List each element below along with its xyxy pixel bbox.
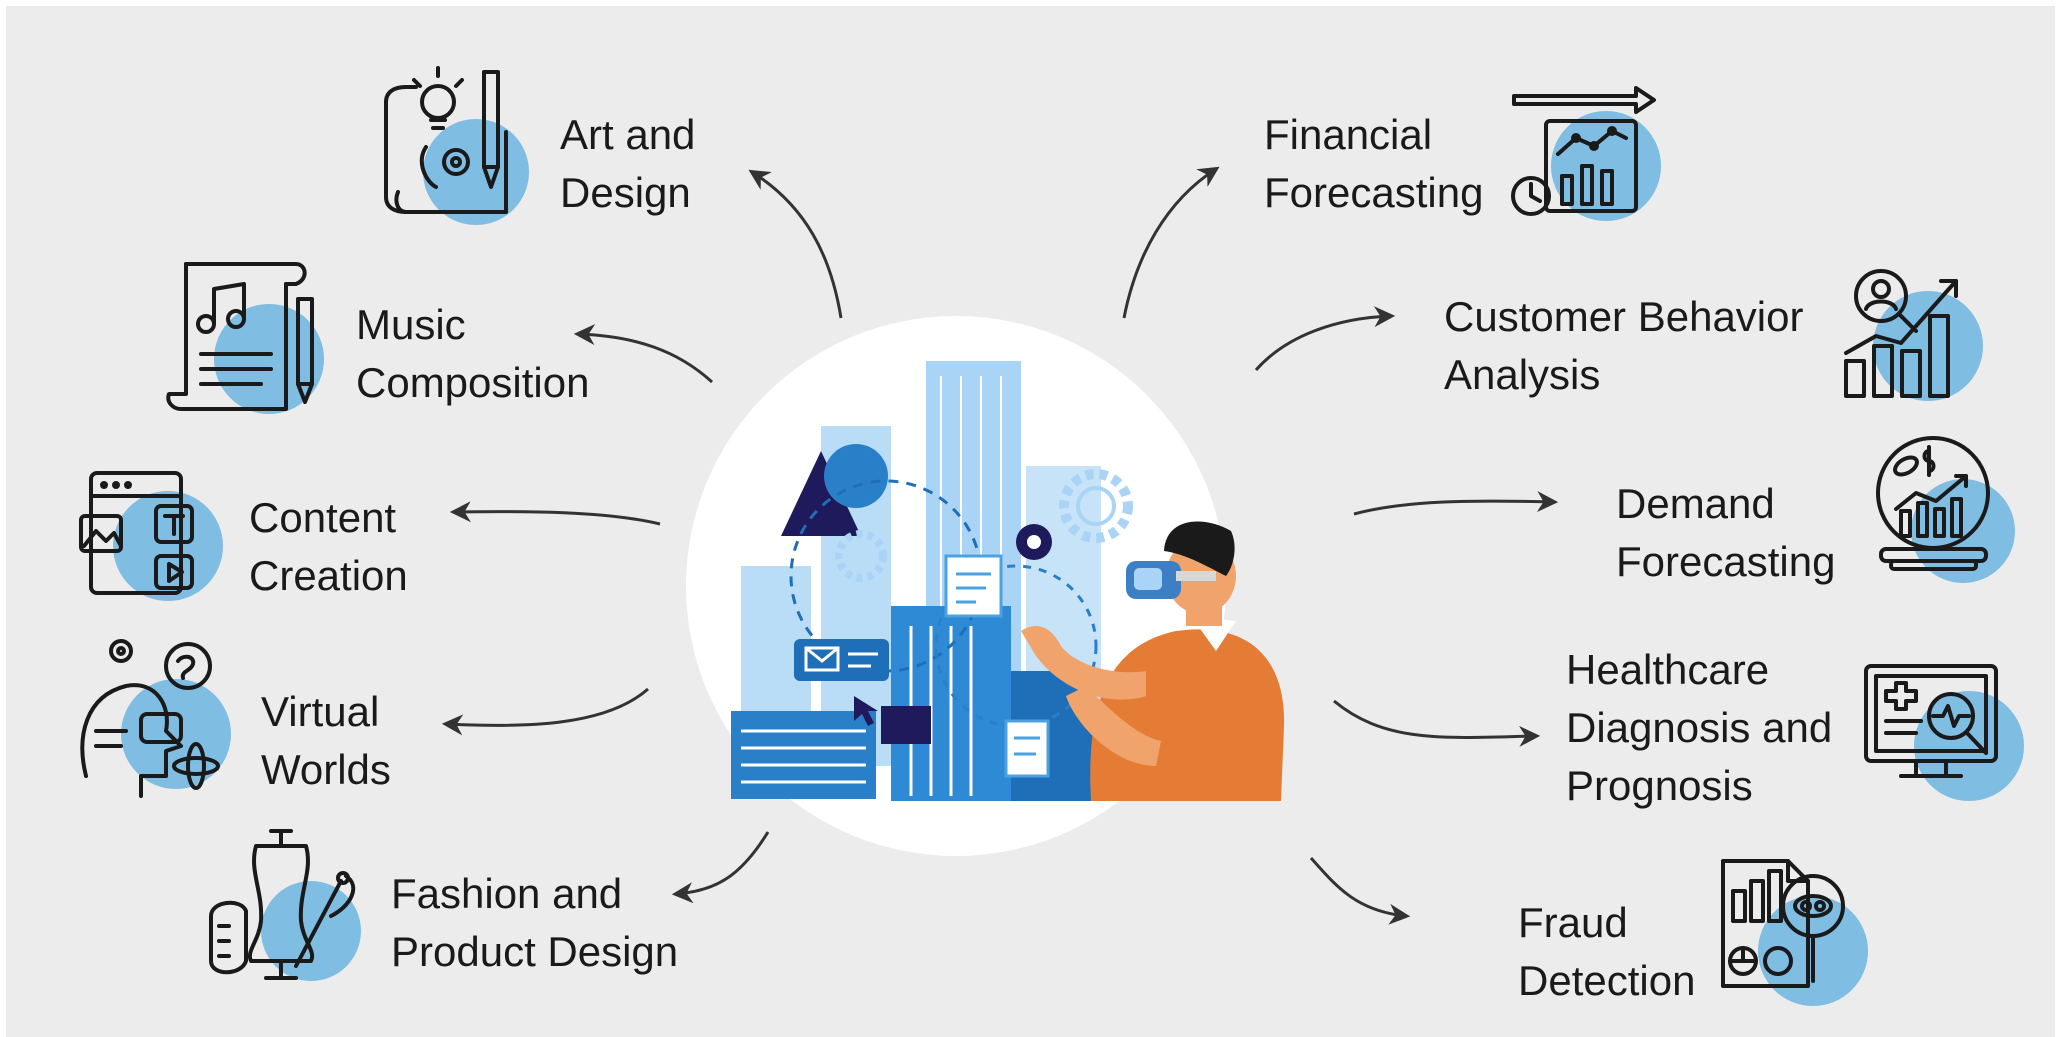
fraud-search-icon [1718, 851, 1868, 1011]
label-line: Detection [1518, 957, 1696, 1004]
label-fashion-and-product-design: Fashion and Product Design [391, 865, 678, 981]
crystal-ball-icon [1871, 431, 2021, 583]
label-line: Customer Behavior [1444, 293, 1804, 340]
arrow-music [573, 324, 714, 384]
vr-head-icon [71, 636, 241, 801]
label-line: Content [249, 494, 397, 541]
label-fraud-detection: Fraud Detection [1518, 894, 1695, 1010]
label-line: Virtual [261, 688, 380, 735]
arrow-fraud [1309, 857, 1411, 925]
label-line: Fraud [1518, 899, 1628, 946]
arrow-healthcare [1333, 699, 1541, 747]
label-line: Composition [356, 359, 590, 406]
label-line: Financial [1264, 111, 1433, 158]
vr-developer-city-illustration [686, 316, 1285, 856]
arrow-demand [1353, 491, 1559, 516]
label-line: Healthcare [1566, 646, 1770, 693]
label-line: Design [560, 169, 691, 216]
arrows-layer [441, 166, 1559, 925]
label-content-creation: Content Creation [249, 489, 408, 605]
label-line: Fashion and [391, 870, 623, 917]
label-art-and-design: Art and Design [560, 106, 695, 222]
label-financial-forecasting: Financial Forecasting [1264, 106, 1483, 222]
label-line: Product Design [391, 928, 679, 975]
label-line: Music [356, 301, 466, 348]
arrow-virtual [441, 687, 649, 736]
label-line: Prognosis [1566, 762, 1753, 809]
label-demand-forecasting: Demand Forecasting [1616, 475, 1835, 591]
diagram-canvas: Art and Design Music Composition [6, 6, 2055, 1037]
medical-monitor-icon [1861, 661, 2031, 811]
label-healthcare-diagnosis-and-prognosis: Healthcare Diagnosis and Prognosis [1566, 641, 1832, 815]
arrow-financial [1122, 166, 1220, 319]
label-line: Demand [1616, 480, 1775, 527]
label-customer-behavior-analysis: Customer Behavior Analysis [1444, 288, 1803, 404]
content-media-icon [76, 461, 236, 611]
label-music-composition: Music Composition [356, 296, 589, 412]
label-line: Art and [560, 111, 696, 158]
customer-analysis-icon [1836, 261, 1986, 411]
financial-chart-icon [1506, 76, 1676, 226]
arrow-content [449, 501, 661, 526]
label-line: Diagnosis and [1566, 704, 1833, 751]
label-line: Analysis [1444, 351, 1601, 398]
label-line: Creation [249, 552, 408, 599]
arrow-customer [1254, 306, 1396, 371]
arrow-art [748, 169, 843, 319]
music-sheet-icon [161, 254, 331, 424]
arrow-fashion [671, 831, 770, 904]
label-line: Forecasting [1616, 538, 1836, 585]
art-design-icon [376, 62, 536, 232]
label-line: Forecasting [1264, 169, 1484, 216]
mannequin-icon [201, 826, 371, 986]
label-line: Worlds [261, 746, 391, 793]
label-virtual-worlds: Virtual Worlds [261, 683, 391, 799]
